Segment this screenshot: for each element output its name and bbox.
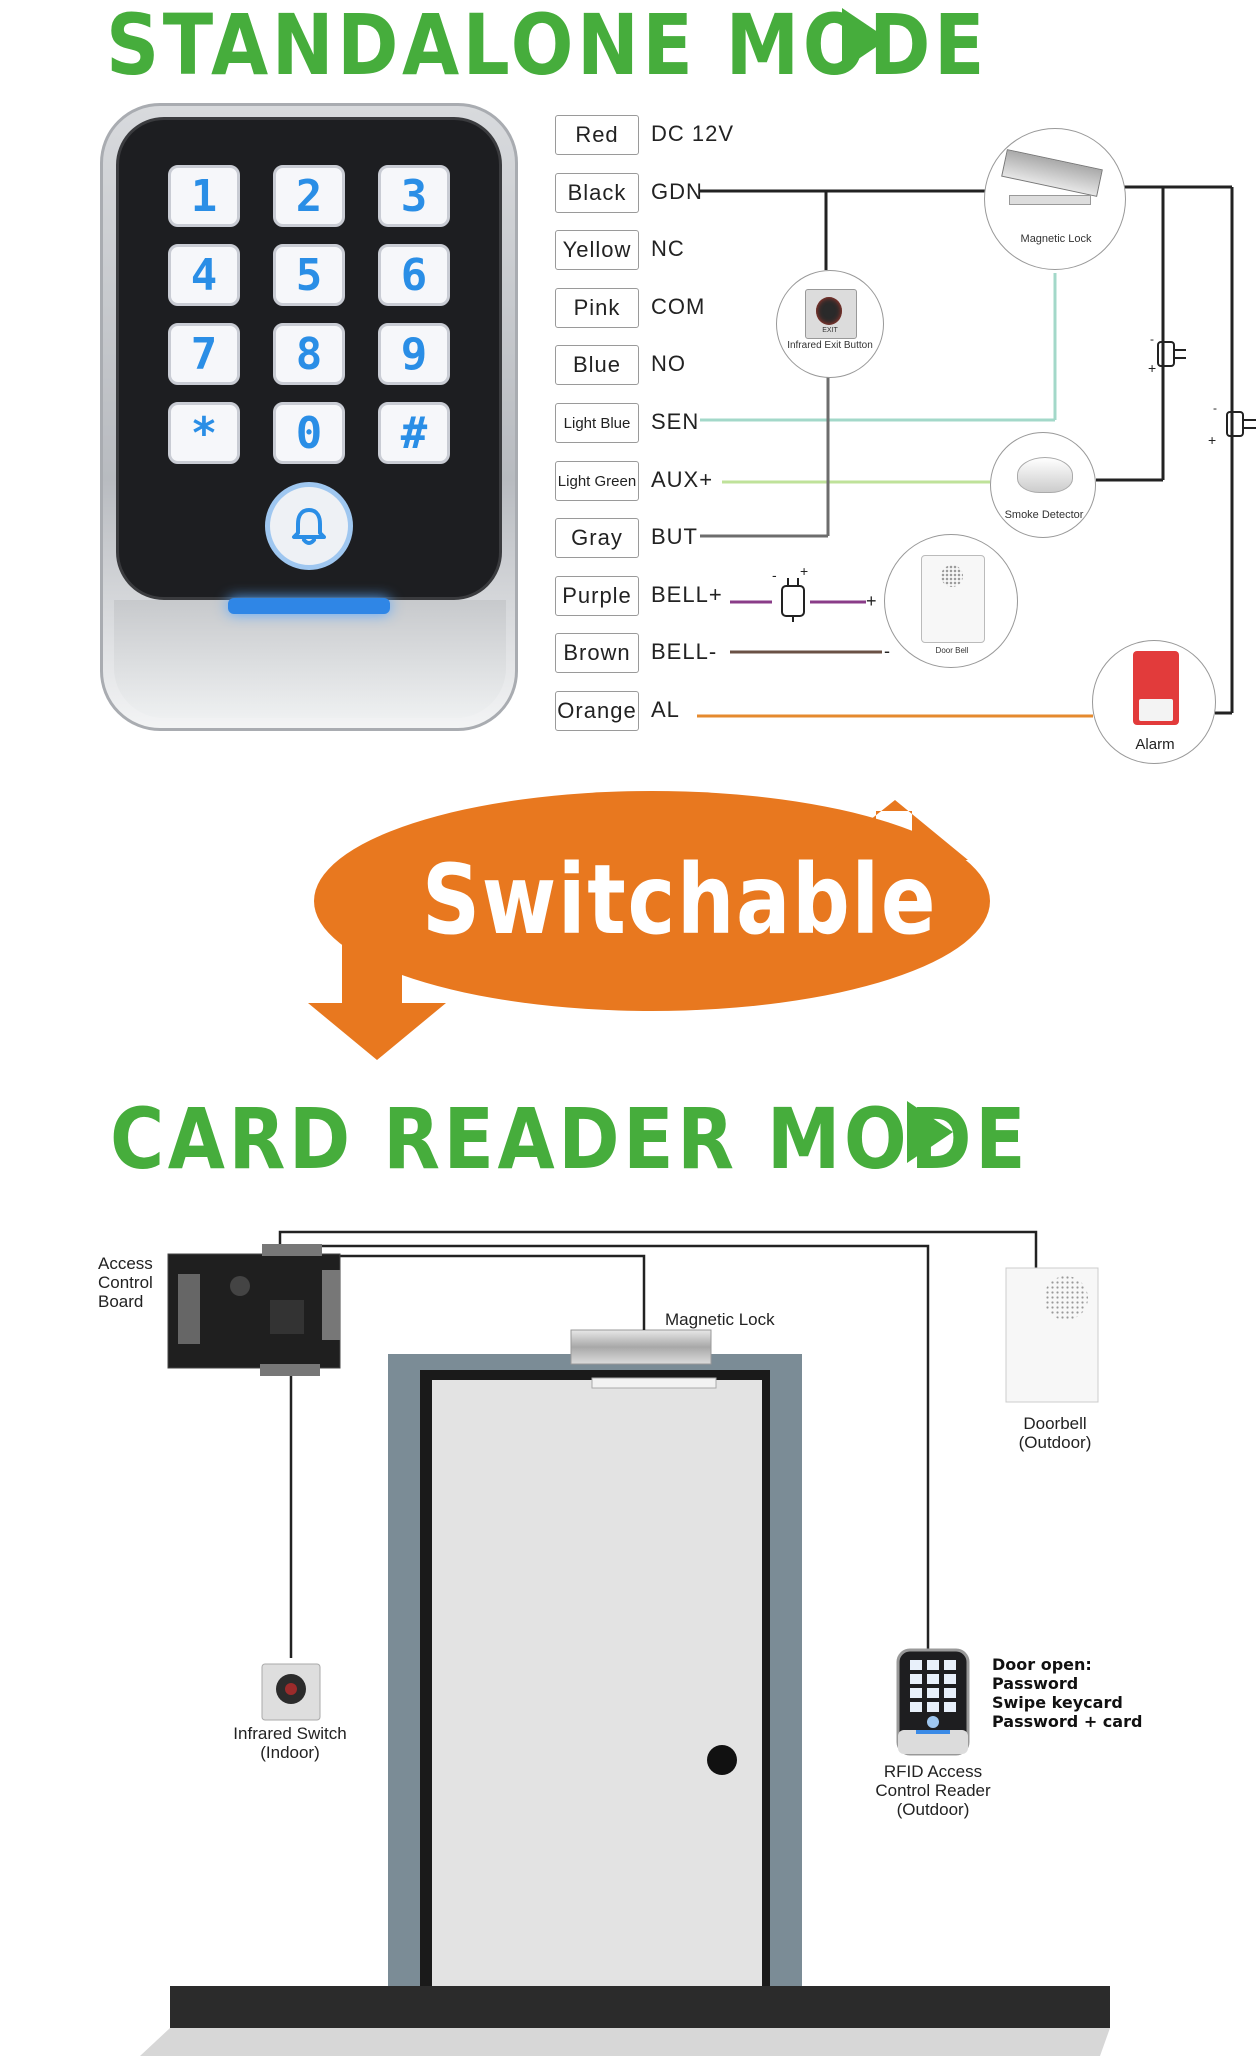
exit-button-label: Infrared Exit Button <box>787 340 873 351</box>
wire-color-box: Red <box>555 115 639 155</box>
infrared-sub: (Indoor) <box>260 1743 320 1762</box>
keypad-base <box>114 600 506 718</box>
card-reader-mode-title-text: CARD READER MODE <box>110 1090 1030 1188</box>
wire-color-box: Yellow <box>555 230 639 270</box>
door-bell-device: Door Bell <box>884 534 1018 668</box>
wire-signal-label: GDN <box>651 179 703 204</box>
wire-color-box: Blue <box>555 345 639 385</box>
magnetic-lock-label-2: Magnetic Lock <box>665 1310 775 1329</box>
keypad-key[interactable]: 7 <box>168 323 240 385</box>
wire-signal-label: AUX+ <box>651 467 714 492</box>
door-open-line: Password + card <box>992 1712 1143 1731</box>
door-open-line: Password <box>992 1674 1079 1693</box>
rfid-line-3: (Outdoor) <box>896 1800 970 1819</box>
infrared-switch-label: Infrared Switch (Indoor) <box>220 1724 360 1762</box>
doorbell-sub: (Outdoor) <box>1018 1433 1092 1452</box>
svg-text:+: + <box>1208 432 1216 448</box>
wire-color-box: Black <box>555 173 639 213</box>
svg-text:-: - <box>1213 401 1217 415</box>
rfid-line-2: Control Reader <box>875 1781 991 1800</box>
keypad-key[interactable]: # <box>378 402 450 464</box>
card-reader-arrow-icon <box>907 1101 953 1163</box>
switchable-text: Switchable <box>422 844 937 956</box>
wire-signal-label: BELL+ <box>651 582 723 607</box>
wire-color-box: Pink <box>555 288 639 328</box>
rfid-reader-label: RFID Access Control Reader (Outdoor) <box>858 1762 1008 1819</box>
wire-signal-label: NO <box>651 351 686 376</box>
card-reader-scene <box>140 1230 1110 2056</box>
wire-signal-label: BELL- <box>651 639 718 664</box>
keypad-key[interactable]: 6 <box>378 244 450 306</box>
bell-button[interactable] <box>265 482 353 570</box>
wire-signal-label: DC 12V <box>651 121 735 146</box>
wire-color-box: Orange <box>555 691 639 731</box>
wire-signal-label: NC <box>651 236 685 261</box>
alarm-label: Alarm <box>1135 736 1175 753</box>
keypad-key[interactable]: 8 <box>273 323 345 385</box>
bell-power-icon: - + <box>772 563 808 622</box>
wire-signal-label: BUT <box>651 524 698 549</box>
exit-text: EXIT <box>822 327 838 334</box>
wire-color-box: Light Blue <box>555 403 639 443</box>
svg-text:+: + <box>866 591 877 611</box>
alarm-device: Alarm <box>1092 640 1216 764</box>
rfid-line-1: RFID Access <box>883 1762 983 1781</box>
keypad-key[interactable]: 0 <box>273 402 345 464</box>
keypad-key[interactable]: 3 <box>378 165 450 227</box>
door-open-line: Door open: <box>992 1655 1092 1674</box>
magnetic-lock-label: Magnetic Lock <box>1020 233 1092 245</box>
bell-icon <box>292 508 326 545</box>
svg-text:+: + <box>800 563 808 579</box>
keypad-key[interactable]: 4 <box>168 244 240 306</box>
keypad-key[interactable]: * <box>168 402 240 464</box>
wire-color-box: Purple <box>555 576 639 616</box>
access-control-board-label: Access Control Board <box>98 1254 153 1311</box>
power-plug-icon: + - <box>1208 401 1256 448</box>
wire-color-box: Brown <box>555 633 639 673</box>
keypad-key[interactable]: 5 <box>273 244 345 306</box>
svg-text:-: - <box>1150 332 1154 346</box>
keypad-key[interactable]: 2 <box>273 165 345 227</box>
standalone-wiring-diagram: + - + - - + + - <box>697 185 1256 718</box>
standalone-mode-title: STANDALONE MODE <box>106 0 988 94</box>
keypad-key[interactable]: 1 <box>168 165 240 227</box>
svg-text:-: - <box>884 641 890 661</box>
exit-button-device: EXIT Infrared Exit Button <box>776 270 884 378</box>
door-open-info: Door open: Password Swipe keycard Passwo… <box>992 1655 1142 1731</box>
magnetic-lock-device: Magnetic Lock <box>984 128 1126 270</box>
keypad-key[interactable]: 9 <box>378 323 450 385</box>
infrared-title: Infrared Switch <box>233 1724 347 1743</box>
wire-signal-label: SEN <box>651 409 700 434</box>
card-reader-mode-title: CARD READER MODE <box>110 1090 1029 1188</box>
smoke-detector-label: Smoke Detector <box>1004 509 1084 521</box>
wire-color-box: Light Green <box>555 461 639 501</box>
door-open-line: Swipe keycard <box>992 1693 1123 1712</box>
power-plug-icon: + - <box>1148 332 1186 376</box>
keypad-led-strip <box>228 598 390 614</box>
door-bell-label: Door Bell <box>935 646 969 655</box>
switchable-graphic <box>308 791 990 1060</box>
svg-text:+: + <box>1148 360 1156 376</box>
standalone-mode-title-text: STANDALONE MODE <box>106 0 989 94</box>
smoke-detector-device: Smoke Detector <box>990 432 1096 538</box>
switchable-text-value: Switchable <box>422 844 938 956</box>
standalone-arrow-icon <box>842 8 888 70</box>
doorbell-title: Doorbell <box>1023 1414 1087 1433</box>
wire-signal-label: COM <box>651 294 706 319</box>
doorbell-label: Doorbell (Outdoor) <box>1000 1414 1110 1452</box>
svg-text:-: - <box>772 567 777 583</box>
wire-color-box: Gray <box>555 518 639 558</box>
wire-signal-label: AL <box>651 697 680 722</box>
